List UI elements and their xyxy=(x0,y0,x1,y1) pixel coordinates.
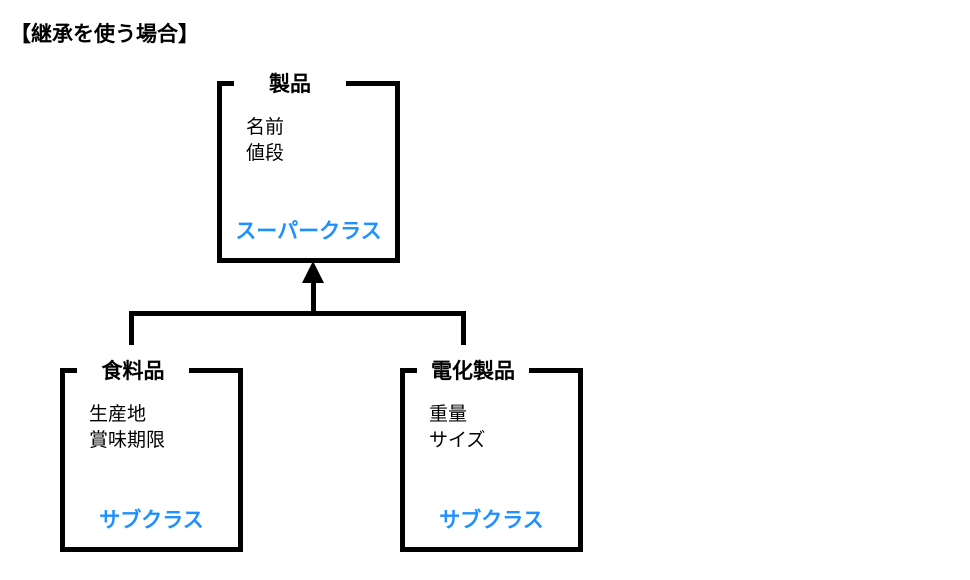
subclass-food-role-label: サブクラス xyxy=(99,509,204,532)
attribute-best-before-date: 賞味期限 xyxy=(89,430,166,451)
attribute-size: サイズ xyxy=(429,430,486,451)
connector-left-branch-line xyxy=(129,311,134,345)
subclass-electronics-attributes: 重量 サイズ xyxy=(429,402,485,454)
subclass-food-box: 食料品 生産地 賞味期限 サブクラス xyxy=(60,360,243,552)
connector-right-branch-line xyxy=(461,311,466,345)
superclass-attributes: 名前 値段 xyxy=(246,115,284,167)
superclass-role-label: スーパークラス xyxy=(235,220,382,243)
page-title: 【継承を使う場合】 xyxy=(10,23,199,46)
subclass-electronics-box: 電化製品 重量 サイズ サブクラス xyxy=(400,360,583,552)
inheritance-arrow-stem xyxy=(311,281,316,313)
inheritance-arrowhead-icon xyxy=(302,261,324,283)
subclass-food-attributes: 生産地 賞味期限 xyxy=(89,402,165,454)
subclass-electronics-role-label: サブクラス xyxy=(439,509,544,532)
attribute-price: 値段 xyxy=(246,143,285,164)
connector-horizontal-line xyxy=(129,311,466,316)
subclass-electronics-box-title: 電化製品 xyxy=(417,360,529,384)
superclass-box-title: 製品 xyxy=(234,73,346,97)
subclass-food-box-title: 食料品 xyxy=(77,360,189,384)
attribute-production-place: 生産地 xyxy=(89,404,147,425)
superclass-box: 製品 名前 値段 スーパークラス xyxy=(217,73,400,263)
attribute-weight: 重量 xyxy=(429,404,468,425)
attribute-name: 名前 xyxy=(246,117,285,138)
